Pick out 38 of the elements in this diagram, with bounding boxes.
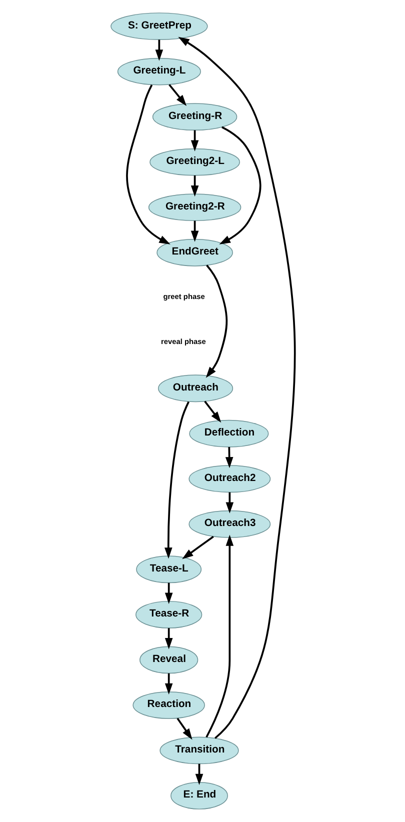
arrow: [126, 84, 170, 244]
node-ellipse: Greeting-R: [152, 103, 237, 131]
arrow: [190, 175, 198, 197]
node-ellipse: Greeting-L: [116, 58, 200, 86]
arrow: [218, 126, 261, 244]
arrow: [154, 40, 163, 61]
node-ellipse: Reveal: [139, 646, 198, 674]
label: greet phase: [162, 292, 204, 301]
node-ellipse: Outreach: [158, 374, 233, 402]
arrow: [190, 130, 198, 152]
arrow: [164, 628, 172, 650]
node-ellipse: Tease-L: [136, 556, 202, 584]
arrow: [194, 764, 203, 785]
arrow: [164, 401, 189, 559]
node-ellipse: Greeting2-R: [148, 194, 241, 222]
node-ellipse: E: End: [170, 782, 228, 810]
arrow: [205, 534, 234, 738]
node-ellipse: Reaction: [132, 691, 204, 719]
node-ellipse: Outreach3: [188, 510, 270, 538]
arrow: [182, 536, 214, 560]
arrow: [205, 264, 228, 378]
label: reveal phase: [160, 337, 206, 346]
arrow: [224, 447, 233, 468]
arrow: [164, 673, 172, 694]
node-ellipse: EndGreet: [156, 238, 232, 266]
arrow: [178, 36, 296, 739]
arrow: [225, 492, 234, 514]
arrow: [190, 220, 198, 242]
arrow: [176, 718, 192, 740]
arrow: [204, 400, 221, 423]
node-ellipse: Greeting2-L: [149, 148, 240, 176]
node-ellipse: Deflection: [188, 420, 268, 448]
arrow: [164, 582, 172, 604]
node-ellipse: Tease-R: [135, 600, 202, 628]
node-ellipse: S: GreetPrep: [110, 12, 208, 40]
node-ellipse: Outreach2: [188, 465, 270, 493]
node-ellipse: Transition: [159, 736, 238, 764]
arrow: [168, 84, 186, 106]
